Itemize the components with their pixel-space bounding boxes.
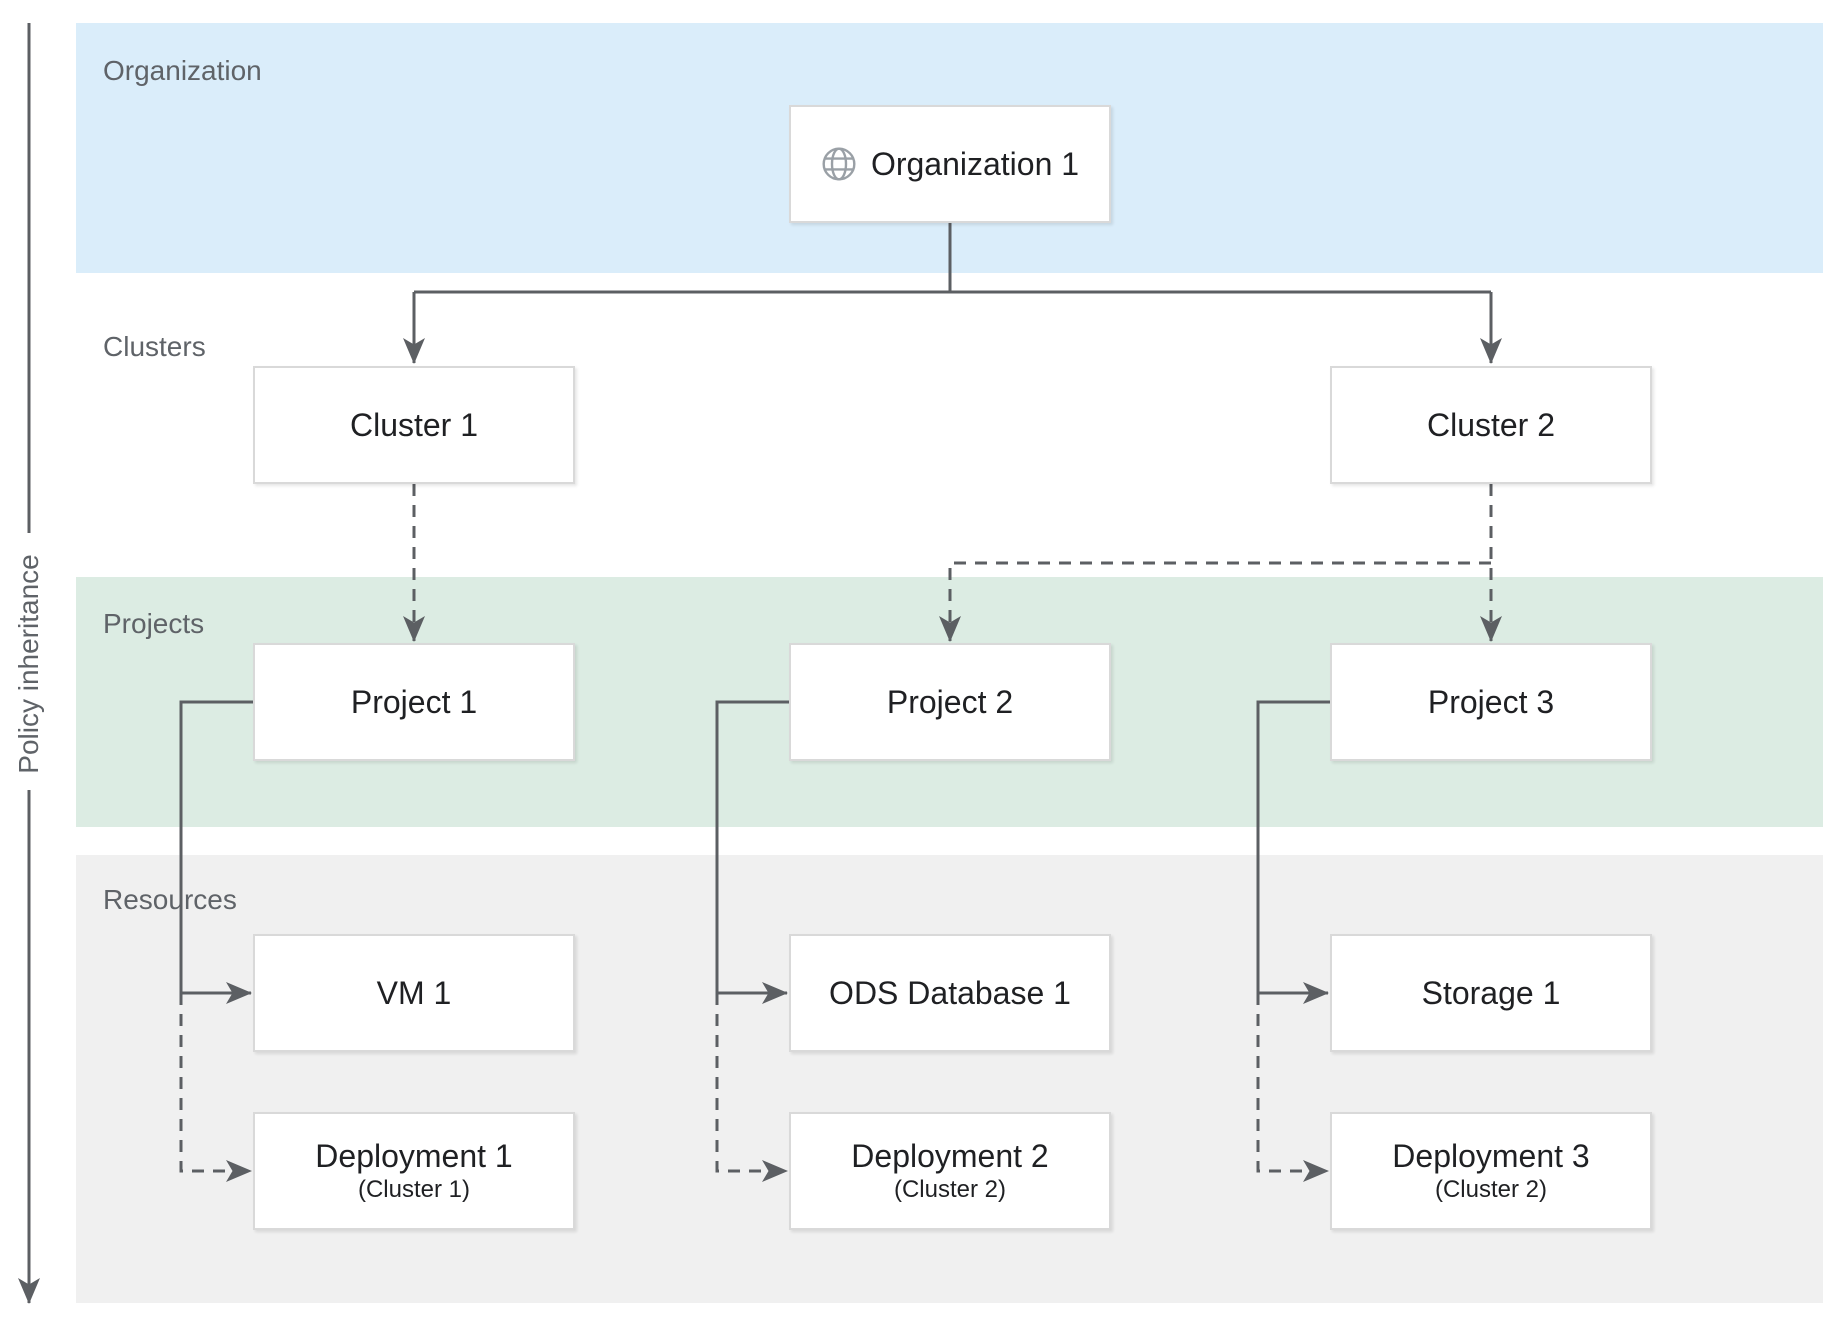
node-project-1: Project 1 <box>253 643 575 761</box>
node-label: Project 3 <box>1427 684 1555 720</box>
policy-inheritance-label: Policy inheritance <box>13 554 44 774</box>
node-sublabel: (Cluster 2) <box>1434 1176 1548 1203</box>
node-organization-1: Organization 1 <box>789 105 1111 223</box>
node-label: Organization 1 <box>870 146 1080 182</box>
resources-band <box>76 855 1823 1303</box>
node-label: Deployment 3 <box>1392 1138 1590 1174</box>
node-sublabel: (Cluster 2) <box>893 1176 1007 1203</box>
node-deployment-2: Deployment 2 (Cluster 2) <box>789 1112 1111 1230</box>
node-label: Deployment 1 <box>315 1138 513 1174</box>
node-label: Cluster 1 <box>349 407 479 443</box>
organization-band-label: Organization <box>103 55 262 86</box>
node-label: Project 2 <box>886 684 1014 720</box>
node-deployment-1: Deployment 1 (Cluster 1) <box>253 1112 575 1230</box>
node-storage-1: Storage 1 <box>1330 934 1652 1052</box>
node-cluster-2: Cluster 2 <box>1330 366 1652 484</box>
node-ods-database-1: ODS Database 1 <box>789 934 1111 1052</box>
node-label: Project 1 <box>350 684 478 720</box>
globe-icon <box>821 146 857 182</box>
node-label: Deployment 2 <box>851 1138 1049 1174</box>
node-label: Storage 1 <box>1421 975 1561 1011</box>
node-label: Cluster 2 <box>1426 407 1556 443</box>
projects-band-label: Projects <box>103 608 205 639</box>
node-project-3: Project 3 <box>1330 643 1652 761</box>
node-project-2: Project 2 <box>789 643 1111 761</box>
node-label: VM 1 <box>376 975 452 1011</box>
node-deployment-3: Deployment 3 (Cluster 2) <box>1330 1112 1652 1230</box>
node-label: ODS Database 1 <box>829 975 1071 1011</box>
node-vm-1: VM 1 <box>253 934 575 1052</box>
clusters-band-label: Clusters <box>103 331 206 362</box>
node-cluster-1: Cluster 1 <box>253 366 575 484</box>
node-sublabel: (Cluster 1) <box>357 1176 471 1203</box>
resources-band-label: Resources <box>103 884 237 915</box>
